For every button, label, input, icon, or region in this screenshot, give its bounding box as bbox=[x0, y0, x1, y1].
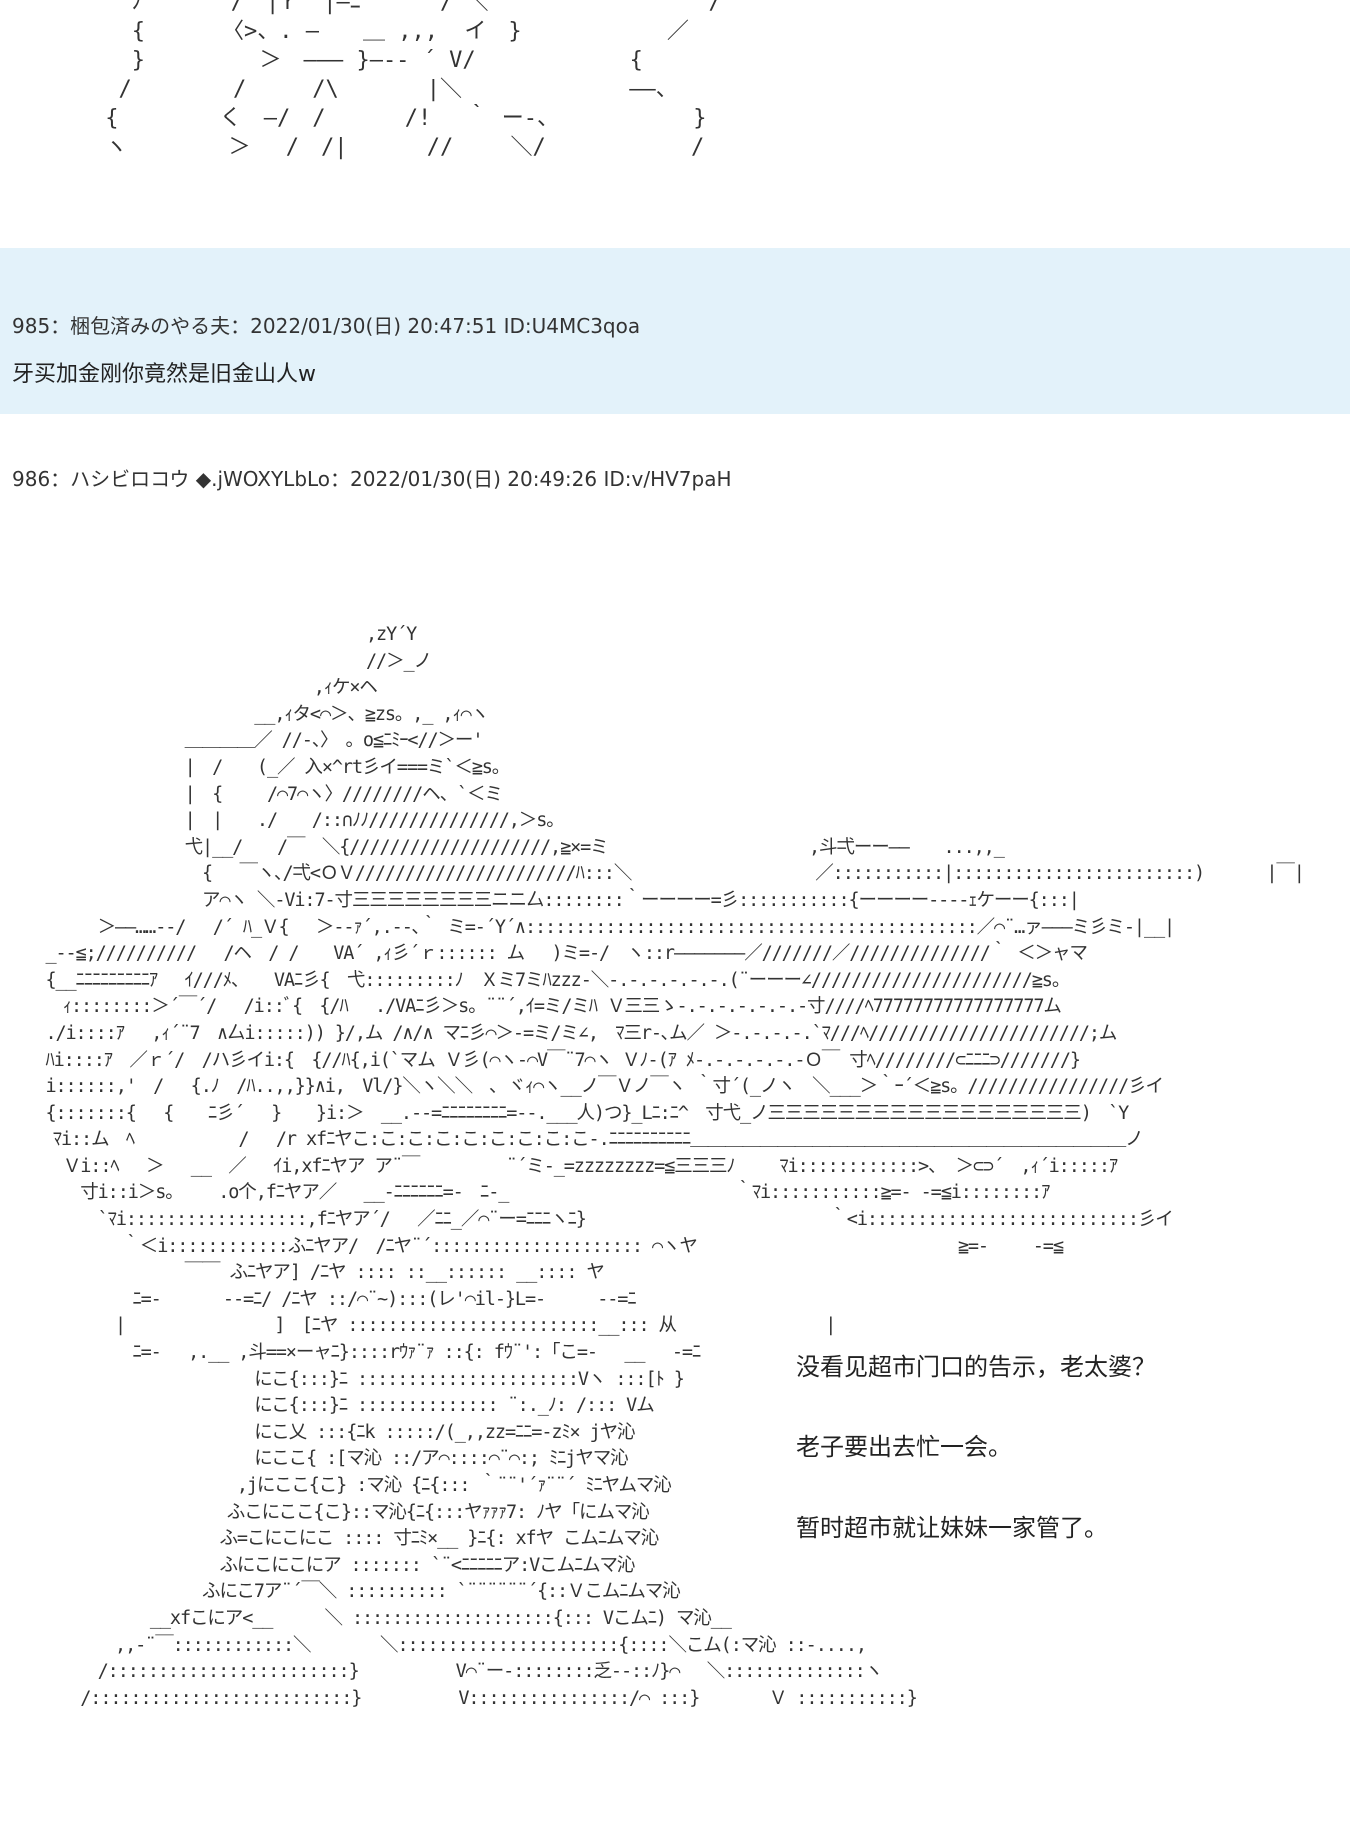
post-985-highlighted: 985：梱包済みのやる夫：2022/01/30(日) 20:47:51 ID:U… bbox=[0, 248, 1350, 414]
ascii-art-main: ,zY´Y //＞_ノ ,ｨケ×ヘ __,ｨタ<⌒＞、≧zs。,_ ,ｨ⌒ヽ ＿… bbox=[45, 624, 1304, 1709]
post-985-body: 牙买加金刚你竟然是旧金山人w bbox=[12, 362, 316, 387]
dialog-line-2: 老子要出去忙一会。 bbox=[796, 1433, 1012, 1461]
post-985-header: 985：梱包済みのやる夫：2022/01/30(日) 20:47:51 ID:U… bbox=[12, 314, 641, 338]
dialog-line-3: 暂时超市就让妹妹一家管了。 bbox=[796, 1514, 1108, 1542]
ascii-art-top-fragment: ﾉ / |ｒ |―ﾆ / ＼ / { 〈>、. ― ＿ ,,, イ } ／ } … bbox=[105, 0, 722, 160]
page-left-margin bbox=[0, 0, 14, 1844]
post-986-header: 986：ハシビロコウ ◆.jWOXYLbLo：2022/01/30(日) 20:… bbox=[12, 467, 732, 491]
dialog-line-1: 没看见超市门口的告示，老太婆？ bbox=[796, 1353, 1156, 1381]
